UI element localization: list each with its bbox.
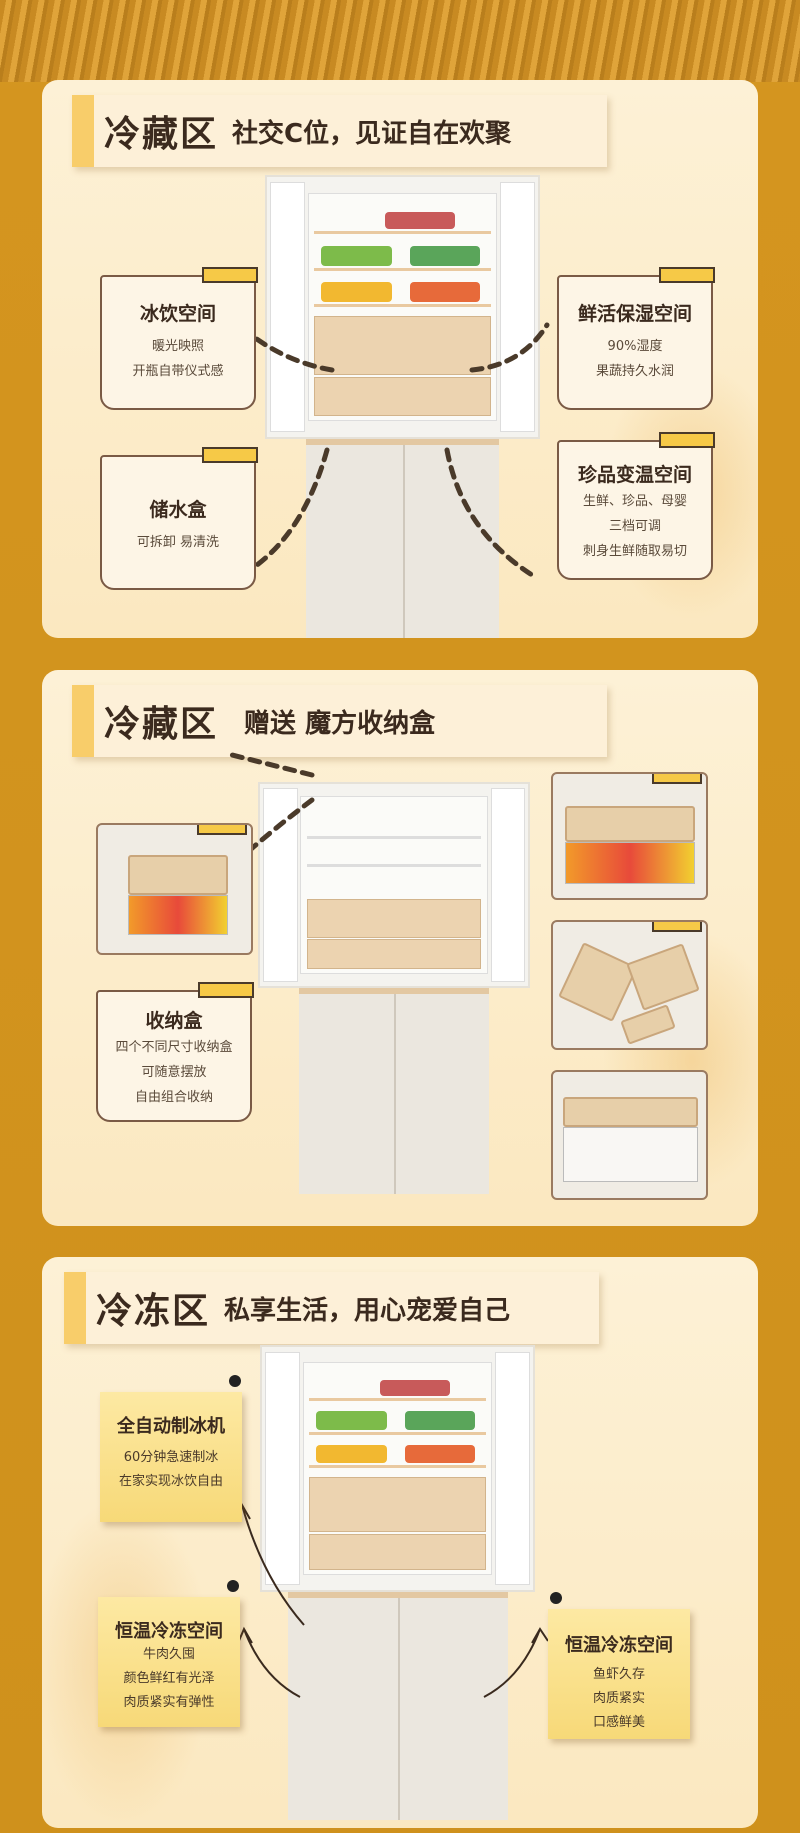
card-line: 可拆卸 易清洗 <box>136 535 220 550</box>
note-line: 颜色鲜红有光泽 <box>123 1671 215 1686</box>
storage-box-photo <box>551 920 708 1050</box>
fridge-image <box>258 782 530 1194</box>
section-header: 冷藏区 社交C位，见证自在欢聚 <box>72 95 607 167</box>
card-title: 珍品变温空间 <box>577 464 692 486</box>
feature-note: 全自动制冰机 60分钟急速制冰 在家实现冰饮自由 <box>100 1392 242 1522</box>
note-line: 鱼虾久存 <box>592 1667 645 1682</box>
card-line: 自由组合收纳 <box>134 1090 213 1105</box>
section-title: 冷藏区 <box>104 704 219 745</box>
feature-card: 储水盒 可拆卸 易清洗 <box>100 447 258 590</box>
card-title: 鲜活保湿空间 <box>577 303 692 325</box>
card-line: 暖光映照 <box>151 339 204 354</box>
note-line: 在家实现冰饮自由 <box>118 1474 223 1489</box>
feature-card: 冰饮空间 暖光映照 开瓶自带仪式感 <box>100 267 258 410</box>
fridge-image <box>265 175 540 638</box>
section-storage-box-gift: 冷藏区 赠送 魔方收纳盒 收纳盒 四个不同尺寸收纳盒 可随意摆放 自由组合收纳 <box>42 670 758 1226</box>
note-title: 恒温冷冻空间 <box>565 1635 673 1656</box>
section-title: 冷冻区 <box>96 1291 211 1332</box>
card-line: 三档可调 <box>608 519 661 534</box>
note-line: 口感鲜美 <box>592 1715 645 1730</box>
note-title: 恒温冷冻空间 <box>115 1621 223 1642</box>
section-title: 冷藏区 <box>104 114 219 155</box>
note-line: 肉质紧实 <box>592 1691 645 1706</box>
card-line: 果蔬持久水润 <box>595 364 674 379</box>
note-title: 全自动制冰机 <box>117 1416 225 1437</box>
storage-box-photo <box>551 772 708 900</box>
card-line: 刺身生鲜随取易切 <box>582 544 687 559</box>
pushpin-icon <box>229 1375 241 1387</box>
card-line: 90%湿度 <box>607 339 663 354</box>
feature-card: 收纳盒 四个不同尺寸收纳盒 可随意摆放 自由组合收纳 <box>96 982 254 1122</box>
card-title: 收纳盒 <box>145 1010 203 1032</box>
card-line: 可随意摆放 <box>141 1065 207 1080</box>
feature-note: 恒温冷冻空间 鱼虾久存 肉质紧实 口感鲜美 <box>548 1609 690 1739</box>
storage-box-photo <box>551 1070 708 1200</box>
card-line: 四个不同尺寸收纳盒 <box>115 1040 233 1055</box>
note-line: 牛肉久囤 <box>142 1647 195 1662</box>
card-title: 冰饮空间 <box>139 303 216 325</box>
storage-box-photo <box>96 823 253 955</box>
note-line: 肉质紧实有弹性 <box>123 1695 215 1710</box>
feature-card: 鲜活保湿空间 90%湿度 果蔬持久水润 <box>557 267 715 410</box>
section-freezer: 冷冻区 私享生活，用心宠爱自己 全自动制冰机 60分钟急速制冰 在家实现冰饮自由 <box>42 1257 758 1828</box>
card-line: 开瓶自带仪式感 <box>132 364 224 379</box>
card-title: 储水盒 <box>149 499 207 521</box>
feature-note: 恒温冷冻空间 牛肉久囤 颜色鲜红有光泽 肉质紧实有弹性 <box>98 1597 240 1727</box>
wheat-banner <box>0 0 800 82</box>
fridge-image <box>260 1345 535 1820</box>
section-subtitle: 私享生活，用心宠爱自己 <box>224 1295 511 1326</box>
feature-card: 珍品变温空间 生鲜、珍品、母婴 三档可调 刺身生鲜随取易切 <box>557 432 715 580</box>
section-header: 冷藏区 赠送 魔方收纳盒 <box>72 685 607 757</box>
pushpin-icon <box>227 1580 239 1592</box>
section-refrigerator-social: 冷藏区 社交C位，见证自在欢聚 冰饮空间 暖光映照 开瓶自带仪式感 鲜活保湿空间 <box>42 80 758 638</box>
section-header: 冷冻区 私享生活，用心宠爱自己 <box>64 1272 599 1344</box>
section-subtitle: 赠送 魔方收纳盒 <box>244 708 436 739</box>
card-line: 生鲜、珍品、母婴 <box>582 494 687 509</box>
pushpin-icon <box>550 1592 562 1604</box>
section-subtitle: 社交C位，见证自在欢聚 <box>232 118 512 149</box>
note-line: 60分钟急速制冰 <box>123 1450 219 1465</box>
